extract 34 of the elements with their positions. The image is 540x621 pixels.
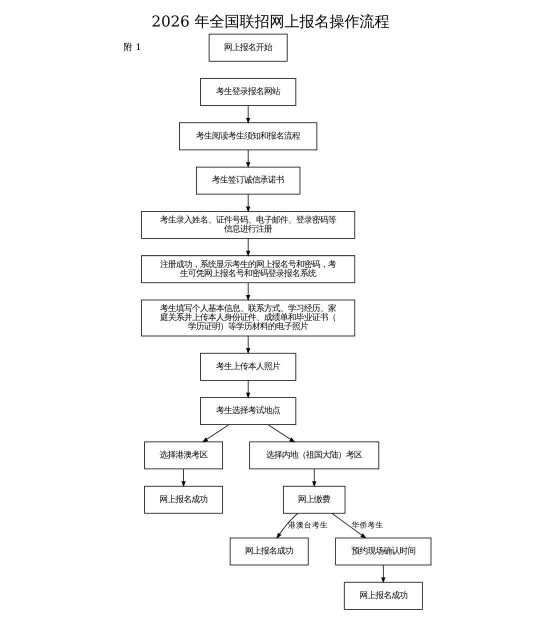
arrow <box>246 105 250 124</box>
node-box: 考生阅读考生须知和报名流程 <box>178 122 317 150</box>
node-box: 网上缴费 <box>282 486 345 514</box>
edge-label: 港澳台考生 <box>287 520 328 530</box>
node-box: 选择港澳考区 <box>144 442 222 470</box>
arrow <box>246 282 250 302</box>
arrow <box>246 238 250 257</box>
arrow <box>276 513 298 539</box>
node-box: 选择内地（祖国大陆）考区 <box>248 442 379 470</box>
node-box: 注册成功，系统显示考生的网上报名号和密码，考生可凭网上报名号和密码登录报名系统 <box>140 255 355 284</box>
arrow <box>246 380 250 399</box>
node-box: 考生录入姓名、证件号码、电子邮件、登录密码等信息进行注册 <box>140 211 355 239</box>
node-box: 考生登录报名网站 <box>200 78 296 106</box>
arrow <box>312 468 316 488</box>
label: 附 1 <box>123 43 141 54</box>
node-box: 网上报名成功 <box>343 582 422 610</box>
arrow <box>202 424 229 442</box>
arrow <box>267 424 295 442</box>
node-box: 考生选择考试地点 <box>200 397 296 425</box>
node-box: 网上报名开始 <box>208 34 288 62</box>
arrow <box>331 513 366 539</box>
node-box: 预约现场确认时间 <box>334 538 431 566</box>
arrow <box>246 336 250 354</box>
arrow <box>380 564 385 584</box>
node-box: 考生上传本人照片 <box>200 352 296 381</box>
node-box: 考生签订诚信承诺书 <box>195 166 300 194</box>
node-box: 网上报名成功 <box>229 538 308 566</box>
diagram-title: 2026 年全国联招网上报名操作流程 <box>151 12 389 31</box>
node-box: 考生填写个人基本信息、联系方式、学习经历、家庭关系并上传本人身份证件、成绩单和毕业证书（学历证明）等学历材料的电子照片 <box>140 300 355 336</box>
edge-label: 华侨考生 <box>351 520 384 530</box>
node-box: 网上报名成功 <box>144 486 222 514</box>
arrow <box>246 150 250 168</box>
arrow <box>246 194 250 212</box>
arrow <box>180 468 186 488</box>
